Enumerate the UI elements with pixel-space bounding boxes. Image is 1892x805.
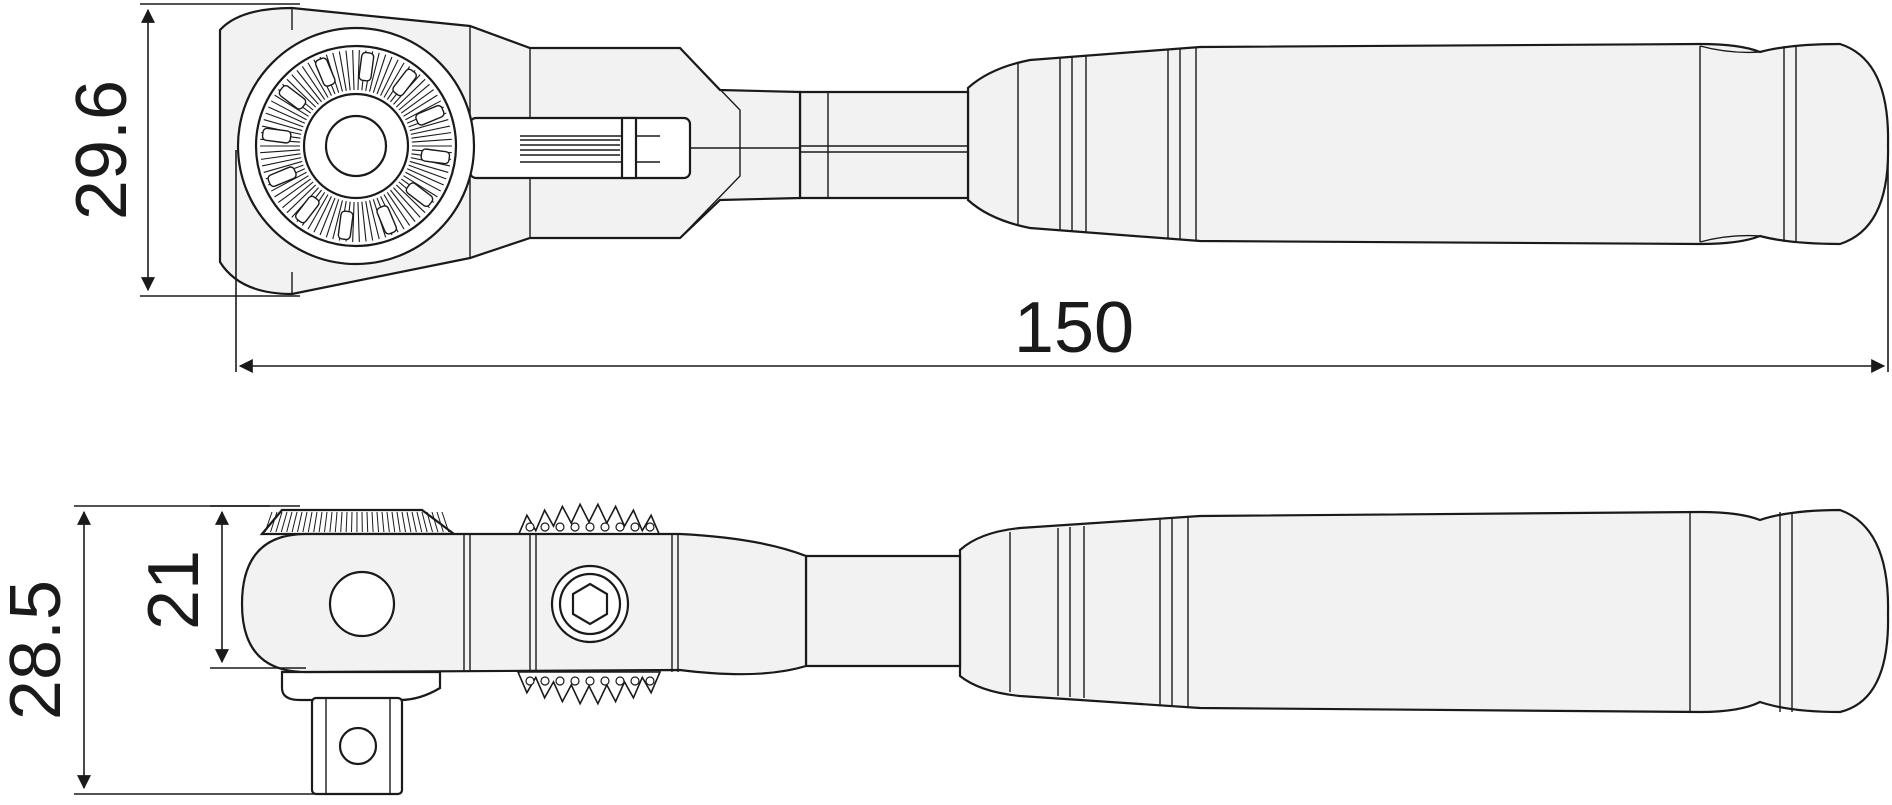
thumbwheel-dot <box>646 523 654 531</box>
top-view-shaft <box>800 92 968 198</box>
thumbwheel-dot <box>571 523 579 531</box>
side-view-knurl <box>262 510 454 534</box>
top-view-ratchet <box>220 8 1888 294</box>
dimension-label-21: 21 <box>134 550 214 630</box>
thumbwheel-dot <box>631 677 639 685</box>
thumbwheel-dot <box>541 523 549 531</box>
side-view-body <box>242 534 806 674</box>
side-view-shaft <box>806 556 960 666</box>
side-view-handle <box>960 510 1888 712</box>
thumbwheel-dot <box>526 677 534 685</box>
thumbwheel-dot <box>556 523 564 531</box>
side-view-drive-square <box>282 672 440 794</box>
thumbwheel-dot <box>601 677 609 685</box>
thumbwheel-dot <box>631 523 639 531</box>
top-view-head <box>238 28 474 264</box>
thumbwheel-dot <box>556 677 564 685</box>
thumbwheel-dot <box>586 677 594 685</box>
thumbwheel-dot <box>616 677 624 685</box>
dimension-label-150: 150 <box>1014 288 1134 368</box>
thumbwheel-dot <box>586 523 594 531</box>
thumbwheel-dot <box>526 523 534 531</box>
top-view-handle <box>968 44 1888 244</box>
thumbwheel-dot <box>616 523 624 531</box>
thumbwheel-dot <box>646 677 654 685</box>
thumbwheel-dot <box>601 523 609 531</box>
side-view-ratchet <box>242 504 1888 794</box>
thumbwheel-dot <box>571 677 579 685</box>
thumbwheel-dot <box>541 677 549 685</box>
dimension-label-29-6: 29.6 <box>62 80 142 220</box>
dimension-label-28-5: 28.5 <box>0 580 76 720</box>
